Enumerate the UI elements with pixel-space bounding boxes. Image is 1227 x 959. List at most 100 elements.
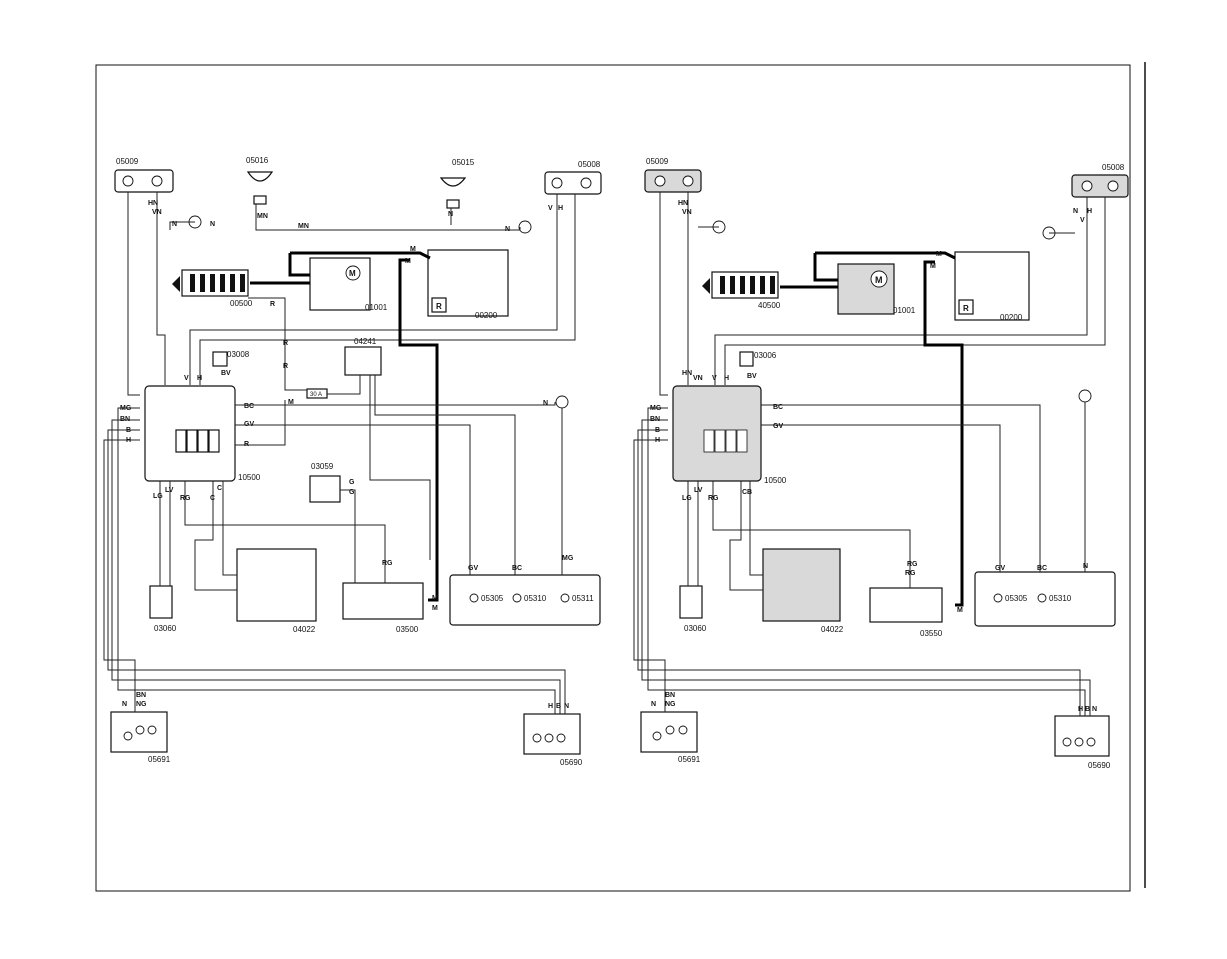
wire-label: NG bbox=[665, 701, 676, 708]
left-wiring bbox=[103, 192, 576, 714]
rear-lamp-left: 05691 bbox=[110, 711, 171, 764]
wire-label: N bbox=[1083, 563, 1088, 570]
battery: 40500 bbox=[702, 271, 781, 310]
wire-label: RG bbox=[907, 561, 918, 568]
wire-label: M bbox=[410, 246, 416, 253]
fuse-rating: 30 A bbox=[310, 392, 322, 398]
wire-label: VN bbox=[682, 209, 692, 216]
starter-motor: M 01001 bbox=[309, 257, 388, 312]
wire-label: B bbox=[556, 703, 561, 710]
alternator: R 00200 bbox=[954, 251, 1030, 322]
wire-label: M bbox=[936, 251, 942, 258]
component-code: 05691 bbox=[678, 755, 701, 764]
wire-label: VN bbox=[693, 375, 703, 382]
alternator: R 00200 bbox=[427, 249, 509, 320]
component-code: 40500 bbox=[758, 301, 781, 310]
wire-label: R bbox=[283, 363, 288, 370]
component-code: 03008 bbox=[227, 350, 250, 359]
component-code: 03500 bbox=[396, 625, 419, 634]
component-code: 05008 bbox=[1102, 163, 1125, 172]
component-code: 01001 bbox=[365, 303, 388, 312]
wire-label: MG bbox=[650, 405, 662, 412]
front-right-lamp: 05008 bbox=[1071, 163, 1129, 198]
component-code: 03060 bbox=[684, 624, 707, 633]
wire-label: GV bbox=[773, 423, 783, 430]
wire-label: N bbox=[1092, 706, 1097, 713]
wire-label: BC bbox=[244, 403, 254, 410]
lamp-code: 05305 bbox=[481, 594, 504, 603]
component-code: 00200 bbox=[475, 311, 498, 320]
wire-label: H bbox=[1078, 706, 1083, 713]
wire-label: HN bbox=[678, 200, 688, 207]
component-code: 05015 bbox=[452, 158, 475, 167]
wire-label: H bbox=[558, 205, 563, 212]
wire-label: MN bbox=[257, 213, 268, 220]
wire-label: BV bbox=[747, 373, 757, 380]
wire-label: BC bbox=[773, 404, 783, 411]
wire-label: N bbox=[172, 221, 177, 228]
wire-label: GV bbox=[468, 565, 478, 572]
wire-label: H bbox=[655, 437, 660, 444]
wire-label: MN bbox=[298, 223, 309, 230]
wire-label: MG bbox=[562, 555, 574, 562]
light-switch: 03550 bbox=[869, 587, 943, 638]
wire-label: N bbox=[122, 701, 127, 708]
wire-label: V bbox=[548, 205, 553, 212]
wire-label: M bbox=[432, 595, 438, 602]
wire-label: LV bbox=[694, 487, 703, 494]
relay-03008: 03008 bbox=[212, 350, 250, 367]
component-code: 01001 bbox=[893, 306, 916, 315]
left-panel: 05009 05016 05015 05008 00500 bbox=[103, 156, 602, 767]
wire-label: RG bbox=[180, 495, 191, 502]
wire-label: N bbox=[543, 400, 548, 407]
svg-text:R: R bbox=[436, 302, 442, 311]
wire-label: HN bbox=[148, 200, 158, 207]
wire-label: MG bbox=[120, 405, 132, 412]
wire-label: V bbox=[1080, 217, 1085, 224]
horn-right: 05015 bbox=[439, 158, 475, 209]
wire-label: BC bbox=[512, 565, 522, 572]
component-code: 04022 bbox=[293, 625, 316, 634]
lamp-code: 05305 bbox=[1005, 594, 1028, 603]
lamp-code: 05310 bbox=[524, 594, 547, 603]
wire-label: M bbox=[432, 605, 438, 612]
ground-star-icon bbox=[188, 215, 569, 409]
component-code: 04241 bbox=[354, 337, 377, 346]
control-unit: 10500 bbox=[672, 385, 787, 485]
wire-label: LG bbox=[682, 495, 692, 502]
wire-label: BN bbox=[650, 416, 660, 423]
wire-label: N bbox=[651, 701, 656, 708]
right-wire-labels: HN VN N H V M M MG BN B H HN VN V H BV B… bbox=[650, 200, 1097, 713]
lamp-code: 05311 bbox=[572, 594, 594, 603]
component-code: 00200 bbox=[1000, 313, 1023, 322]
wire-label: N bbox=[448, 211, 453, 218]
component-code: 05690 bbox=[560, 758, 583, 767]
wire-label: H bbox=[548, 703, 553, 710]
wire-label: BN bbox=[665, 692, 675, 699]
left-wire-labels: HN VN N N MN MN N N V H M M R R R M BV M… bbox=[120, 200, 574, 710]
wire-label: LV bbox=[165, 487, 174, 494]
wire-label: G bbox=[349, 479, 355, 486]
wire-label: N bbox=[210, 221, 215, 228]
component-code: 05008 bbox=[578, 160, 601, 169]
wire-label: N bbox=[564, 703, 569, 710]
component-code: 05690 bbox=[1088, 761, 1111, 770]
svg-text:R: R bbox=[963, 304, 969, 313]
wire-label: R bbox=[270, 301, 275, 308]
wire-label: VN bbox=[152, 209, 162, 216]
battery: 00500 bbox=[172, 269, 253, 308]
component-code: 03059 bbox=[311, 462, 334, 471]
component-code: 10500 bbox=[764, 476, 787, 485]
fuse-box: 04241 30 A bbox=[306, 337, 382, 399]
wire-label: C bbox=[210, 495, 215, 502]
wire-label: M bbox=[957, 607, 963, 614]
page-frame bbox=[95, 64, 1131, 892]
component-code: 04022 bbox=[821, 625, 844, 634]
wire-label: N bbox=[1073, 208, 1078, 215]
right-wiring bbox=[633, 192, 1106, 716]
wire-label: N bbox=[505, 226, 510, 233]
starter-motor: M 01001 bbox=[837, 263, 916, 315]
wire-label: H bbox=[126, 437, 131, 444]
wire-label: GV bbox=[244, 421, 254, 428]
